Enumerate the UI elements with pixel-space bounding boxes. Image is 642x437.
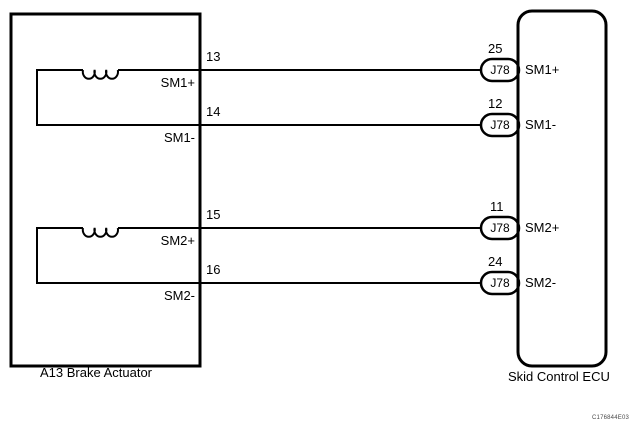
skid-control-ecu-caption: Skid Control ECU <box>508 369 610 384</box>
actuator-pin-number-sm2-minus: 16 <box>206 262 221 277</box>
reference-code: C176844E03 <box>592 415 630 421</box>
ecu-pin-number-sm2-minus: 24 <box>488 254 503 269</box>
actuator-signal-label-sm1-plus: SM1+ <box>160 75 195 90</box>
actuator-pin-number-sm2-plus: 15 <box>206 207 221 222</box>
sm1-coil-icon <box>81 69 119 80</box>
connector-label-sm2-plus: J78 <box>490 221 510 235</box>
actuator-pin-number-sm1-minus: 14 <box>206 104 221 119</box>
ecu-signal-label-sm2-minus: SM2- <box>525 275 557 290</box>
ecu-pin-number-sm2-plus: 11 <box>490 199 504 214</box>
ecu-signal-label-sm1-minus: SM1- <box>525 117 557 132</box>
brake-actuator-box <box>9 12 202 368</box>
connector-label-sm2-minus: J78 <box>490 276 510 290</box>
actuator-signal-label-sm2-plus: SM2+ <box>160 233 195 248</box>
sm2-coil-icon <box>81 227 119 238</box>
sm1-coil-loop <box>36 69 200 126</box>
ecu-signal-label-sm2-plus: SM2+ <box>525 220 560 235</box>
brake-actuator-caption: A13 Brake Actuator <box>40 365 153 380</box>
ecu-pin-number-sm1-minus: 12 <box>488 96 503 111</box>
actuator-signal-label-sm2-minus: SM2- <box>163 288 195 303</box>
ecu-signal-label-sm1-plus: SM1+ <box>525 62 560 77</box>
ecu-pin-number-sm1-plus: 25 <box>488 41 503 56</box>
connector-label-sm1-plus: J78 <box>490 63 510 77</box>
sm2-coil-loop <box>36 227 200 284</box>
actuator-signal-label-sm1-minus: SM1- <box>163 130 195 145</box>
connector-label-sm1-minus: J78 <box>490 118 510 132</box>
actuator-pin-number-sm1-plus: 13 <box>206 49 221 64</box>
